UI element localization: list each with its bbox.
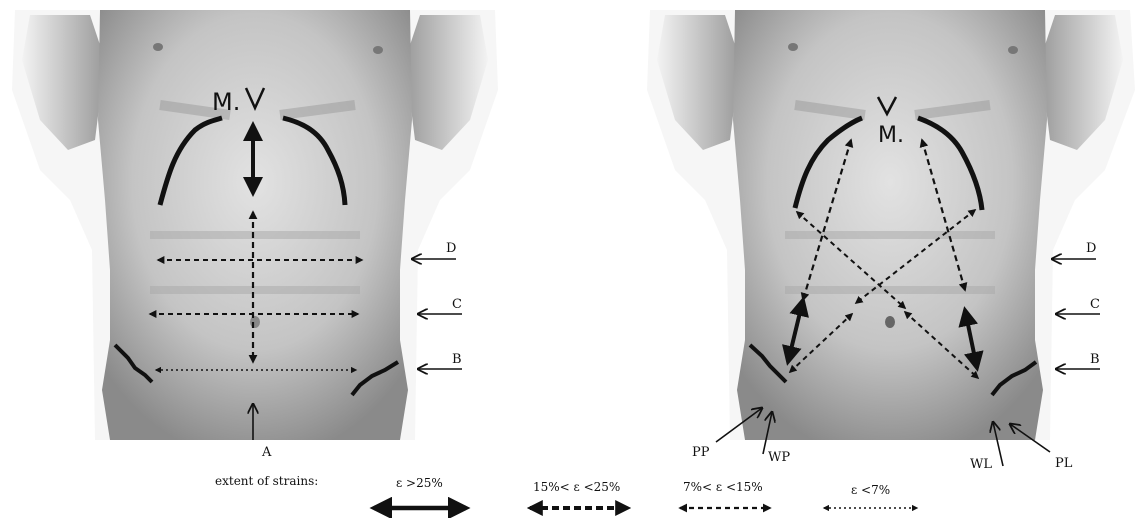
legend-label-1: ε >25% (396, 476, 443, 490)
right-nipple-left (788, 43, 798, 51)
left-level-B: B (452, 352, 462, 367)
left-navel (250, 316, 260, 328)
point-label-PL: PL (1055, 456, 1073, 471)
right-nipple-right (1008, 46, 1018, 54)
right-level-D: D (1086, 241, 1096, 256)
left-level-D: D (446, 241, 456, 256)
legend: extent of strains: ε >25% 15%< ε <25% 7%… (215, 474, 917, 508)
point-label-PP: PP (692, 445, 710, 460)
right-torso: M. (647, 10, 1135, 440)
legend-label-4: ε <7% (851, 483, 890, 497)
left-nipple-right (373, 46, 383, 54)
right-top-label: M. (878, 123, 904, 148)
point-label-WP: WP (768, 450, 790, 465)
point-label-WL: WL (970, 457, 992, 472)
left-level-C: C (452, 297, 462, 312)
right-level-C: C (1090, 297, 1100, 312)
legend-label-3: 7%< ε <15% (683, 480, 763, 494)
left-torso: M. (12, 10, 498, 440)
left-level-A: A (261, 445, 272, 460)
left-top-label: M. (212, 88, 240, 116)
legend-title: extent of strains: (215, 474, 318, 488)
right-level-B: B (1090, 352, 1100, 367)
left-nipple-left (153, 43, 163, 51)
legend-label-2: 15%< ε <25% (533, 480, 620, 494)
right-navel (885, 316, 895, 328)
